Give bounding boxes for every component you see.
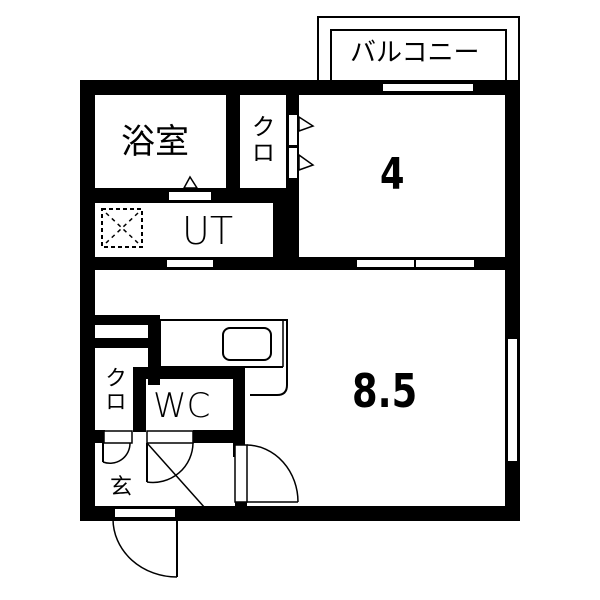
sliding-door-bedroom-2[interactable]	[414, 258, 476, 269]
wall-entry-post	[235, 502, 247, 510]
bath-door-sill[interactable]	[167, 190, 213, 202]
window-right	[506, 337, 519, 463]
room-label-bedroom-4: 4	[380, 149, 405, 200]
wc-door-swing-icon	[146, 430, 206, 509]
room-label-utility: UT	[182, 209, 234, 253]
room-label-toilet: WC	[153, 386, 211, 426]
wall-wc-bottom	[193, 430, 245, 443]
window-balcony	[381, 82, 475, 93]
closet-top-door-2[interactable]	[287, 146, 299, 180]
main-room-door-swing-icon	[234, 444, 299, 503]
wall-bottom	[80, 506, 520, 521]
entrance-door-swing-icon	[112, 518, 178, 578]
washer-space-icon	[101, 208, 143, 248]
balcony-label: バルコニー	[350, 38, 480, 68]
room-label-entrance: 玄	[110, 475, 133, 500]
closet-door-arrow-icon	[298, 115, 315, 133]
wall-lower-shelf-bottom	[90, 338, 160, 348]
closet-door-arrow-icon	[298, 153, 315, 172]
room-label-closet-bottom: クロ	[101, 366, 126, 414]
wall-wc-top	[133, 367, 245, 379]
wall-ut-right	[273, 195, 287, 265]
room-label-main-8-5: 8.5	[352, 364, 418, 418]
balcony-inner-rail	[330, 29, 507, 84]
entrance-door-sill[interactable]	[113, 507, 177, 519]
wall-bath-closet	[226, 90, 240, 200]
closet-bottom-door-icon	[102, 430, 133, 465]
sink-icon	[222, 327, 272, 361]
bath-door-arrow-icon	[182, 175, 199, 189]
wall-wc-left	[133, 367, 146, 432]
wall-closet-bottom-left	[90, 430, 105, 443]
kitchen-counter-icon	[159, 319, 288, 396]
window-ut	[165, 258, 215, 269]
room-label-closet-top: クロ	[247, 114, 275, 166]
room-label-bathroom: 浴室	[121, 122, 189, 162]
wall-lower-shelf-top	[90, 315, 160, 325]
